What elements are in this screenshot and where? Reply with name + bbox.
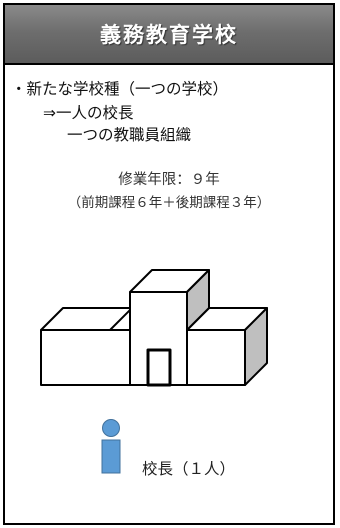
bullet-one-staff-organization: 一つの教職員組織: [67, 126, 192, 144]
term-of-study: 修業年限：９年: [118, 172, 220, 188]
bullet-one-principal: ⇒一人の校長: [43, 104, 134, 122]
right-wing-front: [186, 329, 246, 386]
school-type-card: 義務教育学校 ・新たな学校種（一つの学校） ⇒一人の校長 一つの教職員組織 修業…: [3, 3, 335, 525]
principal-label: 校長（１人）: [142, 460, 236, 478]
bullet-new-school-type: ・新たな学校種（一つの学校）: [11, 80, 229, 98]
card-title: 義務教育学校: [100, 23, 238, 47]
right-wing-side: [244, 307, 268, 386]
card-header: 義務教育学校: [5, 5, 333, 65]
tower-side: [186, 269, 210, 331]
school-building-icon: [40, 269, 268, 387]
left-wing-roof: [40, 307, 133, 331]
term-breakdown: （前期課程６年＋後期課程３年）: [67, 195, 271, 211]
door: [146, 348, 172, 387]
left-wing-front: [40, 329, 131, 386]
person-icon: [101, 419, 121, 474]
